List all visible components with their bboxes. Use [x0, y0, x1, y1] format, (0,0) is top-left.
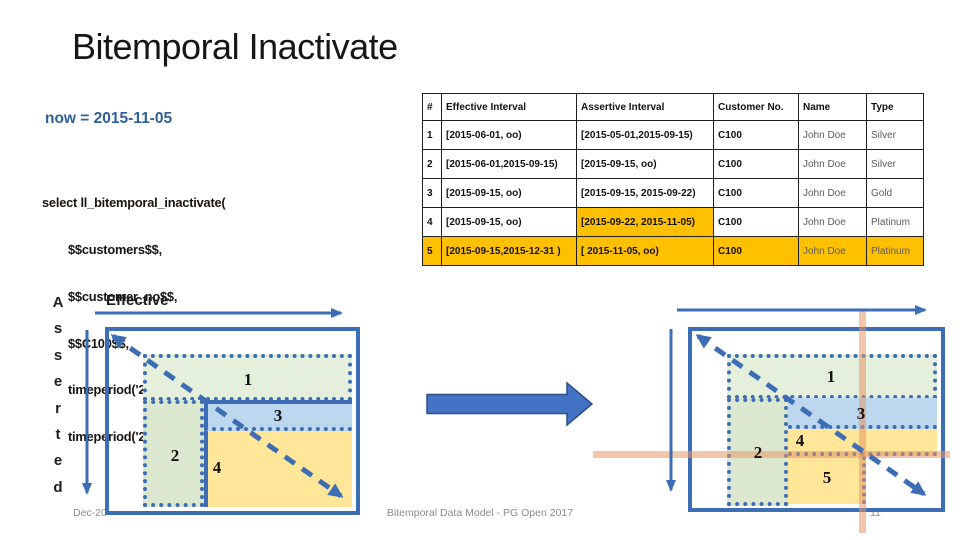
- right-region-label-2: 2: [753, 443, 763, 462]
- right-region-label-3: 3: [856, 404, 866, 423]
- assertive-interval-cell: [ 2015-11-05, oo): [576, 236, 714, 266]
- customer-no-cell: C100: [713, 236, 799, 266]
- name-cell: John Doe: [798, 120, 867, 150]
- current-time-horizontal-line: [593, 451, 950, 458]
- row-number-cell: 2: [422, 149, 442, 179]
- left-region-label-4: 4: [212, 458, 222, 477]
- right-region-label-5: 5: [822, 468, 832, 487]
- table-header-row: # Effective Interval Assertive Interval …: [422, 93, 924, 121]
- row-number-cell: 3: [422, 178, 442, 208]
- name-cell: John Doe: [798, 178, 867, 208]
- customer-no-cell: C100: [713, 149, 799, 179]
- column-header: Name: [798, 93, 867, 121]
- effective-interval-cell: [2015-06-01, oo): [441, 120, 577, 150]
- effective-interval-cell: [2015-09-15, oo): [441, 178, 577, 208]
- name-cell: John Doe: [798, 207, 867, 237]
- right-bitemporal-box: [688, 327, 945, 512]
- code-line: $$customers$$,: [68, 241, 162, 257]
- asserted-axis-label: A s s e r t e d: [52, 294, 64, 496]
- effective-interval-cell: [2015-06-01,2015-09-15): [441, 149, 577, 179]
- left-region-label-3: 3: [273, 406, 283, 425]
- customer-no-cell: C100: [713, 207, 799, 237]
- effective-interval-cell: [2015-09-15,2015-12-31 ): [441, 236, 577, 266]
- assertive-interval-cell-highlighted: [2015-09-22, 2015-11-05): [576, 207, 714, 237]
- type-cell: Gold: [866, 178, 924, 208]
- assertive-interval-cell: [2015-09-15, oo): [576, 149, 714, 179]
- table-row: 3 [2015-09-15, oo) [2015-09-15, 2015-09-…: [422, 178, 924, 208]
- code-line: $$customer_no$$,: [68, 288, 178, 304]
- type-cell: Platinum: [866, 207, 924, 237]
- transition-arrow: [426, 381, 594, 427]
- effective-interval-cell: [2015-09-15, oo): [441, 207, 577, 237]
- type-cell: Platinum: [866, 236, 924, 266]
- column-header: Assertive Interval: [576, 93, 714, 121]
- footer-title: Bitemporal Data Model - PG Open 2017: [386, 507, 574, 519]
- type-cell: Silver: [866, 120, 924, 150]
- footer-page-number: 11: [870, 507, 881, 519]
- table-row-highlighted: 5 [2015-09-15,2015-12-31 ) [ 2015-11-05,…: [422, 236, 924, 266]
- assertive-interval-cell: [2015-09-15, 2015-09-22): [576, 178, 714, 208]
- row-number-cell: 5: [422, 236, 442, 266]
- row-number-cell: 1: [422, 120, 442, 150]
- name-cell: John Doe: [798, 149, 867, 179]
- table-row: 4 [2015-09-15, oo) [2015-09-22, 2015-11-…: [422, 207, 924, 237]
- right-region-label-1: 1: [826, 367, 836, 386]
- left-region-label-2: 2: [170, 446, 180, 465]
- footer-date: Dec-20: [73, 507, 107, 519]
- page-title: Bitemporal Inactivate: [72, 26, 398, 67]
- table-row: 2 [2015-06-01,2015-09-15) [2015-09-15, o…: [422, 149, 924, 179]
- effective-axis-label: Effective: [106, 292, 169, 309]
- bitemporal-result-table: # Effective Interval Assertive Interval …: [422, 93, 924, 266]
- customer-no-cell: C100: [713, 178, 799, 208]
- customer-no-cell: C100: [713, 120, 799, 150]
- name-cell: John Doe: [798, 236, 867, 266]
- column-header: Effective Interval: [441, 93, 577, 121]
- now-value-label: now = 2015-11-05: [45, 110, 173, 127]
- type-cell: Silver: [866, 149, 924, 179]
- right-region-label-4: 4: [795, 431, 805, 450]
- table-row: 1 [2015-06-01, oo) [2015-05-01,2015-09-1…: [422, 120, 924, 150]
- left-bitemporal-box: [105, 327, 360, 515]
- assertive-interval-cell: [2015-05-01,2015-09-15): [576, 120, 714, 150]
- column-header: #: [422, 93, 442, 121]
- code-line: select ll_bitemporal_inactivate(: [42, 195, 226, 211]
- column-header: Customer No.: [713, 93, 799, 121]
- row-number-cell: 4: [422, 207, 442, 237]
- left-region-label-1: 1: [243, 370, 253, 389]
- column-header: Type: [866, 93, 924, 121]
